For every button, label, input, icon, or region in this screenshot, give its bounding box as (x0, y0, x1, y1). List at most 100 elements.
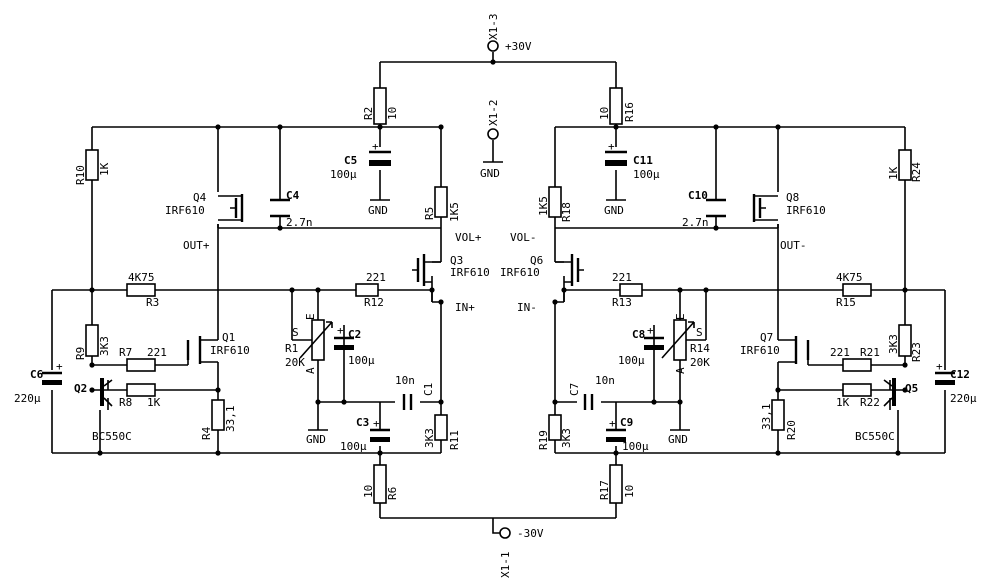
r6-value: 10 (362, 485, 375, 498)
resistor-r17 (609, 464, 623, 504)
capacitor-c8: + (644, 324, 664, 350)
r8-value: 1K (147, 396, 161, 409)
c10-ref: C10 (688, 189, 708, 202)
junction-dot (215, 124, 221, 130)
junction-dot (89, 362, 95, 368)
resistor-r16 (609, 87, 623, 125)
r5-value: 1K5 (448, 202, 461, 222)
junction-dot (775, 124, 781, 130)
c3-value: 100µ (340, 440, 367, 453)
junction-dot (89, 287, 95, 293)
r8-ref: R8 (119, 396, 132, 409)
resistor-r15 (842, 283, 872, 297)
capacitor-c1 (402, 394, 413, 410)
capacitor-c12: + (935, 360, 955, 385)
connector-x1-3[interactable] (487, 40, 499, 52)
capacitor-c6: + (42, 360, 63, 385)
q8-value: IRF610 (786, 204, 826, 217)
r13-ref: R13 (612, 296, 632, 309)
neg-supply-label: -30V (517, 527, 544, 540)
junction-dot (552, 399, 558, 405)
gnd-label-r14: GND (668, 433, 688, 446)
capacitor-c7 (583, 394, 594, 410)
connector-x1-2[interactable] (483, 128, 503, 163)
resistor-r11 (434, 414, 448, 441)
potentiometer-r1[interactable] (299, 319, 333, 361)
svg-text:+: + (609, 417, 616, 430)
svg-text:+: + (56, 360, 63, 373)
r14-value: 20K (690, 356, 710, 369)
c12-ref: C12 (950, 368, 970, 381)
c4-value: 2.7n (286, 216, 313, 229)
q2-value: BC550C (92, 430, 132, 443)
r18-ref: R18 (560, 202, 573, 222)
mosfet-q4 (218, 194, 244, 222)
junction-dot (902, 362, 908, 368)
resistor-r5 (434, 186, 448, 218)
junction-dot (438, 299, 444, 305)
q3-ref: Q3 (450, 254, 463, 267)
junction-dot (97, 450, 103, 456)
junction-dot (289, 287, 295, 293)
resistor-r23 (898, 324, 912, 357)
q2-ref: Q2 (74, 382, 87, 395)
r21-ref: R21 (860, 346, 880, 359)
junction-dot (902, 287, 908, 293)
r23-ref: R23 (910, 342, 923, 362)
mosfet-q1 (186, 336, 219, 390)
r24-ref: R24 (910, 162, 923, 182)
svg-text:+: + (372, 140, 379, 153)
capacitor-c5: + (369, 140, 391, 166)
r14-pin-a: A (674, 367, 687, 374)
r11-ref: R11 (448, 430, 461, 450)
r1-pin-e: E (304, 313, 317, 320)
r4-ref: R4 (200, 426, 213, 440)
c9-ref: C9 (620, 416, 633, 429)
r14-ref: R14 (690, 342, 710, 355)
q1-value: IRF610 (210, 344, 250, 357)
svg-text:+: + (373, 417, 380, 430)
connector-x1-1-label: X1-1 (499, 552, 512, 579)
c9-value: 100µ (622, 440, 649, 453)
r9-ref: R9 (74, 347, 87, 360)
r14-pin-s: S (696, 326, 703, 339)
r7-value: 221 (147, 346, 167, 359)
junction-dot (677, 287, 683, 293)
junction-dot (315, 399, 321, 405)
r20-value: 33,1 (760, 404, 773, 431)
c6-ref: C6 (30, 368, 44, 381)
q1-ref: Q1 (222, 331, 235, 344)
c7-ref: C7 (568, 383, 581, 396)
r18-value: 1K5 (537, 196, 550, 216)
junction-dot (377, 124, 383, 130)
r20-ref: R20 (785, 420, 798, 440)
potentiometer-r14[interactable] (661, 319, 695, 361)
r10-ref: R10 (74, 165, 87, 185)
r4-value: 33,1 (224, 406, 237, 433)
connector-x1-1[interactable] (492, 527, 511, 539)
c1-value: 10n (395, 374, 415, 387)
q6-value: IRF610 (500, 266, 540, 279)
junction-dot (775, 450, 781, 456)
junction-dot (377, 450, 383, 456)
mosfet-q7 (777, 336, 810, 390)
r23-value: 3K3 (887, 334, 900, 354)
capacitor-c9: + (606, 417, 626, 442)
resistor-r9 (85, 324, 99, 357)
junction-dot (89, 387, 95, 393)
c11-ref: C11 (633, 154, 653, 167)
resistor-r7 (126, 358, 156, 372)
c2-value: 100µ (348, 354, 375, 367)
mosfet-q6 (555, 254, 580, 286)
c7-value: 10n (595, 374, 615, 387)
svg-text:+: + (337, 324, 344, 337)
c8-ref: C8 (632, 328, 645, 341)
q5-ref: Q5 (905, 382, 918, 395)
in-pos-label: IN+ (455, 301, 475, 314)
q5-value: BC550C (855, 430, 895, 443)
junction-dot (552, 299, 558, 305)
c12-value: 220µ (950, 392, 977, 405)
q7-value: IRF610 (740, 344, 780, 357)
q4-value: IRF610 (165, 204, 205, 217)
q3-value: IRF610 (450, 266, 490, 279)
